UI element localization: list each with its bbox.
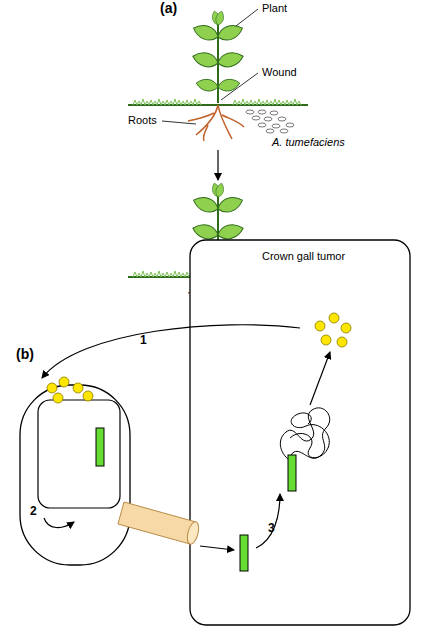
part-label: Plant: [262, 2, 287, 15]
soil-surface: [128, 99, 308, 141]
signal-molecules: [315, 313, 351, 347]
progression-arrow: [217, 150, 218, 180]
part-label: Roots: [128, 114, 157, 127]
t-dna-segment: [240, 535, 248, 571]
step-arrow: [44, 518, 74, 528]
callout-number: 1: [140, 334, 147, 347]
signal-molecules: [47, 377, 93, 403]
step-arrow: [256, 494, 280, 548]
t-dna-segment: [96, 428, 104, 466]
organism-label: A. tumefaciens: [272, 136, 345, 149]
healthy-plant: [191, 10, 245, 103]
integrated-t-dna: [288, 455, 296, 491]
bacteria-cluster: [246, 110, 294, 133]
part-label: Wound: [262, 66, 297, 79]
plant-cell: [190, 240, 410, 625]
callout-number: 3: [268, 522, 275, 535]
ti-plasmid: [38, 400, 120, 508]
transfer-pilus: [118, 502, 201, 545]
signal-arrow: [42, 325, 300, 378]
part-label: Crown gall tumor: [262, 250, 345, 263]
bacterium-cell: [20, 385, 130, 565]
callout-number: 2: [30, 505, 37, 518]
panel-label: (b): [16, 346, 34, 362]
signal-release-arrow: [310, 352, 330, 405]
step-arrow: [200, 546, 234, 550]
panel-label: (a): [160, 0, 177, 16]
